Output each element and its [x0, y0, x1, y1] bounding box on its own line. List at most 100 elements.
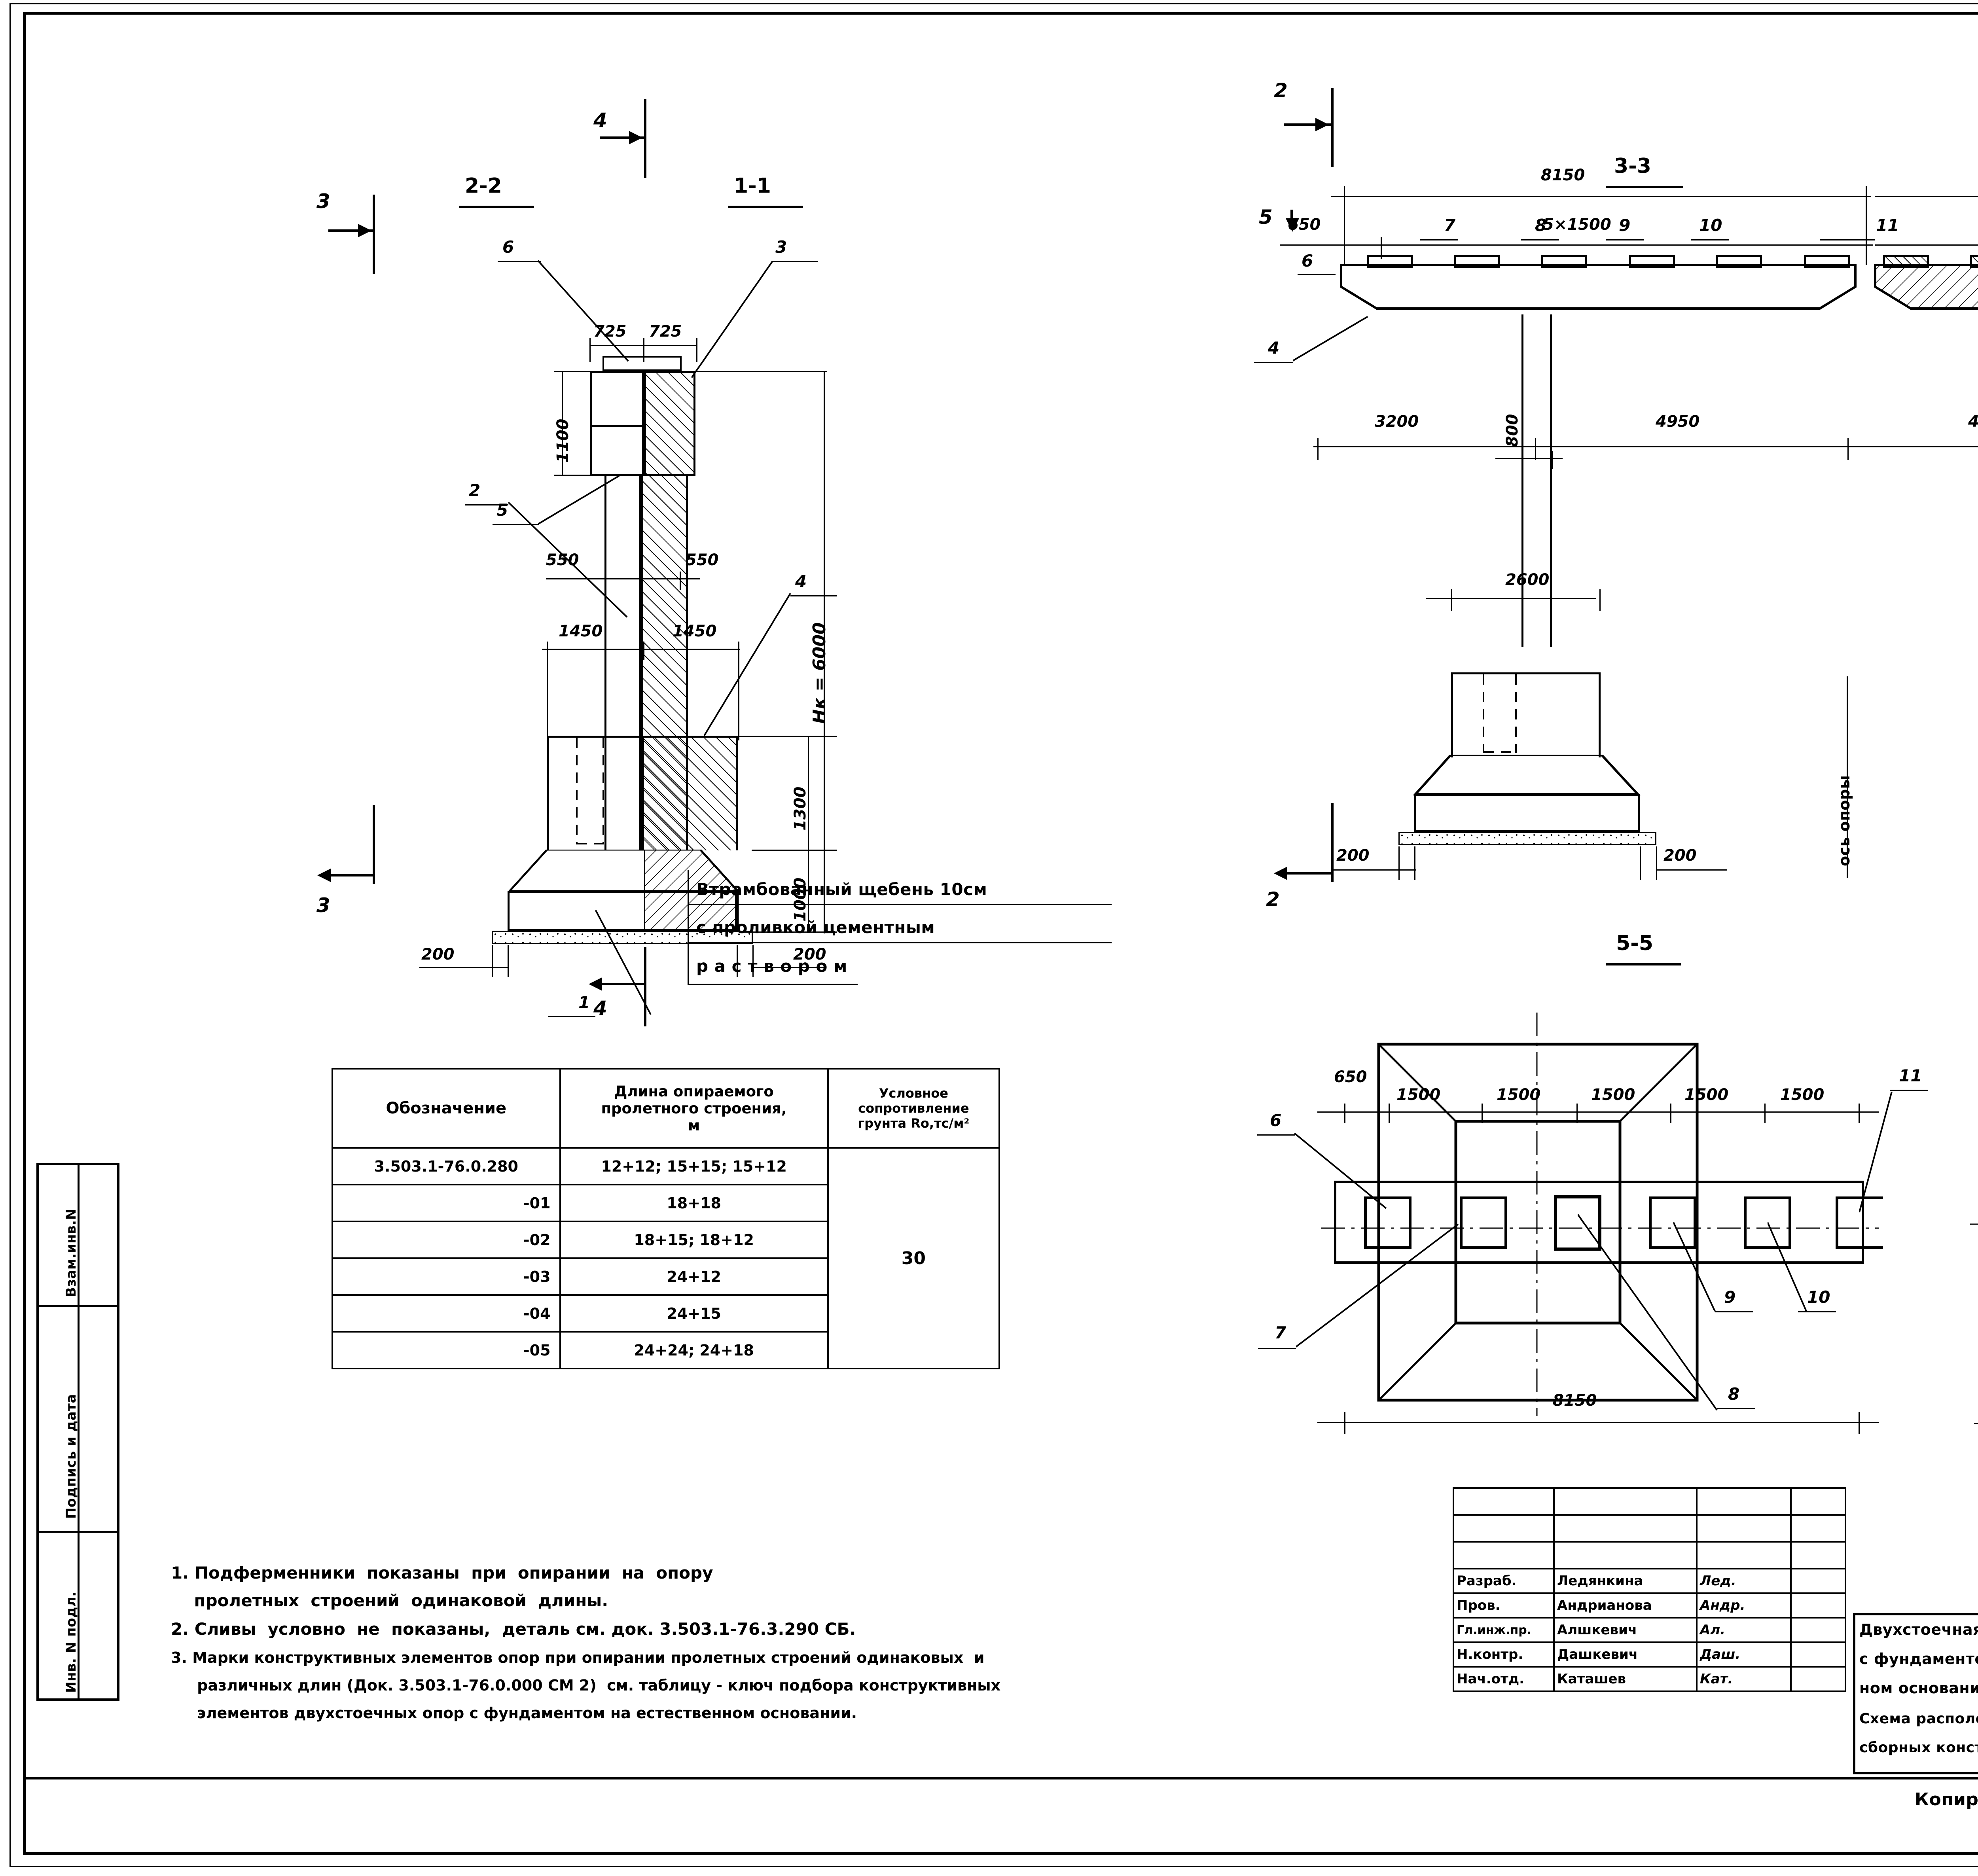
- ground-note-line2: с проливкой цементным: [696, 918, 935, 937]
- callout-6-left: 6: [502, 237, 514, 257]
- dim-1500-2: 1500: [1497, 1086, 1541, 1104]
- leader-1: [595, 910, 652, 1015]
- leader-4-33: [1293, 316, 1369, 362]
- callout-9-55: 9: [1724, 1287, 1736, 1307]
- callout-3-left: 3: [775, 237, 787, 257]
- spec-mark: -01: [332, 1184, 561, 1222]
- dim-200-b: 200: [793, 945, 826, 964]
- note-3a: 3. Марки конструктивных элементов опор п…: [171, 1649, 985, 1666]
- dim-1450-b: 1450: [673, 622, 717, 640]
- crushed-stone-bed-33: [1398, 832, 1656, 845]
- bearing-pad-plan: [1554, 1195, 1601, 1251]
- dim-4950-b: 4950: [1968, 413, 1978, 431]
- callout-8-33: 8: [1535, 216, 1547, 235]
- pier-cap-left: [590, 371, 644, 476]
- bearing-block: [1367, 255, 1413, 268]
- signature-1: Андр.: [1696, 1592, 1792, 1619]
- spec-length: 12+12; 15+15; 15+12: [559, 1147, 829, 1185]
- title-row: Нач.отд. Каташев Кат.: [1453, 1666, 1846, 1692]
- crossbeam-44: [1874, 264, 1978, 310]
- title-row: Гл.инж.пр. Алшкевич Ал.: [1453, 1617, 1846, 1643]
- note-3b: различных длин (Док. 3.503.1-76.0.000 СМ…: [171, 1677, 1001, 1694]
- crushed-stone-bed: [492, 931, 753, 944]
- dim-200-a: 200: [421, 945, 455, 964]
- spec-table: Обозначение Длина опираемого пролетного …: [332, 1068, 1000, 1369]
- dim-1100: 1100: [554, 418, 572, 463]
- copy-format-note: Копировал: ФДр23242 73 Формат А3: [1915, 1789, 1978, 1810]
- signature-table: Разраб. Ледянкина Лед. Пров. Андрианова …: [1453, 1568, 1846, 1692]
- spec-mark: -02: [332, 1221, 561, 1259]
- signature-3: Даш.: [1696, 1641, 1792, 1668]
- spec-length: 18+18: [559, 1184, 829, 1222]
- callout-10-55: 10: [1807, 1287, 1830, 1307]
- dim-200-33a: 200: [1336, 846, 1370, 865]
- dim-8150-33: 8150: [1541, 166, 1585, 184]
- bearing-block: [1716, 255, 1762, 268]
- dim-1500-4: 1500: [1684, 1086, 1729, 1104]
- margin-field-vzam: Взам.инв.N: [63, 1208, 79, 1297]
- dim-1500-1: 1500: [1396, 1086, 1441, 1104]
- hidden-lines-plinth-33: [1483, 674, 1517, 753]
- callout-2-left: 2: [469, 481, 481, 500]
- leader-2: [508, 502, 628, 618]
- title-row: Разраб. Ледянкина Лед.: [1453, 1568, 1846, 1594]
- dim-1500-3: 1500: [1591, 1086, 1635, 1104]
- revision-table: [1453, 1487, 1846, 1569]
- callout-8-55: 8: [1728, 1384, 1740, 1404]
- spec-length: 18+15; 18+12: [559, 1221, 829, 1259]
- bearing-block: [1629, 255, 1675, 268]
- plinth-left: [547, 736, 644, 850]
- dim-3200-a: 3200: [1375, 413, 1419, 431]
- bearing-seat: [602, 356, 682, 371]
- title-line-2: с фундаментом на естествен-: [1859, 1650, 1978, 1668]
- crossbeam-33: [1340, 264, 1857, 310]
- sheet-border: [23, 12, 1978, 1855]
- role-nkontr: Н.контр.: [1453, 1641, 1555, 1668]
- callout-10-33: 10: [1699, 216, 1722, 235]
- bearing-block: [1970, 255, 1978, 268]
- dim-4950-a: 4950: [1656, 413, 1700, 431]
- view-title-3-3: 3-3: [1614, 154, 1651, 178]
- name-katashev: Каташев: [1553, 1666, 1698, 1692]
- role-nachotd: Нач.отд.: [1453, 1666, 1555, 1692]
- dim-650-55: 650: [1334, 1068, 1367, 1086]
- crossbeam-plan-55: [1334, 1181, 1864, 1264]
- title-line-1: Двухстоечная опора Нк = 6,0м: [1859, 1621, 1978, 1638]
- table-row: -03 24+12: [332, 1257, 999, 1296]
- bearing-block: [1883, 255, 1929, 268]
- spec-th-mark: Обозначение: [332, 1068, 561, 1149]
- spec-th-length: Длина опираемого пролетного строения, м: [559, 1068, 829, 1149]
- callout-11-55: 11: [1899, 1066, 1922, 1085]
- table-row: -05 24+24; 24+18: [332, 1331, 999, 1369]
- note-2: 2. Сливы условно не показаны, деталь см.…: [171, 1619, 856, 1639]
- title-line-5: сборных конструкций: [1859, 1740, 1978, 1756]
- ground-note-line3: р а с т в о р о м: [696, 956, 847, 976]
- dim-5x1500-33: 5×1500: [1543, 216, 1611, 234]
- dim-725-a: 725: [593, 322, 627, 341]
- signature-2: Ал.: [1696, 1617, 1792, 1643]
- dim-8150-55: 8150: [1553, 1391, 1597, 1410]
- dim-800-33: 800: [1503, 414, 1521, 447]
- view-title-2-2: 2-2: [465, 174, 502, 198]
- title-row: Н.контр. Дашкевич Даш.: [1453, 1641, 1846, 1668]
- title-text-box: [1853, 1613, 1978, 1774]
- spec-length: 24+15: [559, 1294, 829, 1333]
- section-mark-3-bottom: 3: [316, 894, 331, 917]
- plinth-33: [1451, 672, 1601, 757]
- name-ledyankina: Ледянкина: [1553, 1568, 1698, 1594]
- bearing-pad-plan: [1364, 1196, 1412, 1249]
- spec-resistance: 30: [827, 1147, 1000, 1369]
- margin-field-podpis: Подпись и дата: [63, 1394, 79, 1519]
- dim-725-b: 725: [649, 322, 682, 341]
- bearing-pad-plan: [1649, 1196, 1696, 1249]
- title-line-3: ном основании.: [1859, 1679, 1978, 1697]
- dim-hk: Нк = 6000: [809, 622, 830, 724]
- callout-1-left: 1: [578, 993, 590, 1012]
- view-title-1-1: 1-1: [734, 174, 771, 198]
- table-row: 3.503.1-76.0.280 12+12; 15+15; 15+12 30: [332, 1147, 1000, 1369]
- bearing-pad-plan: [1460, 1196, 1507, 1249]
- bearing-block: [1454, 255, 1500, 268]
- callout-9-33: 9: [1619, 216, 1631, 235]
- dim-1500-5: 1500: [1780, 1086, 1825, 1104]
- bearing-pad-plan: [1744, 1196, 1791, 1249]
